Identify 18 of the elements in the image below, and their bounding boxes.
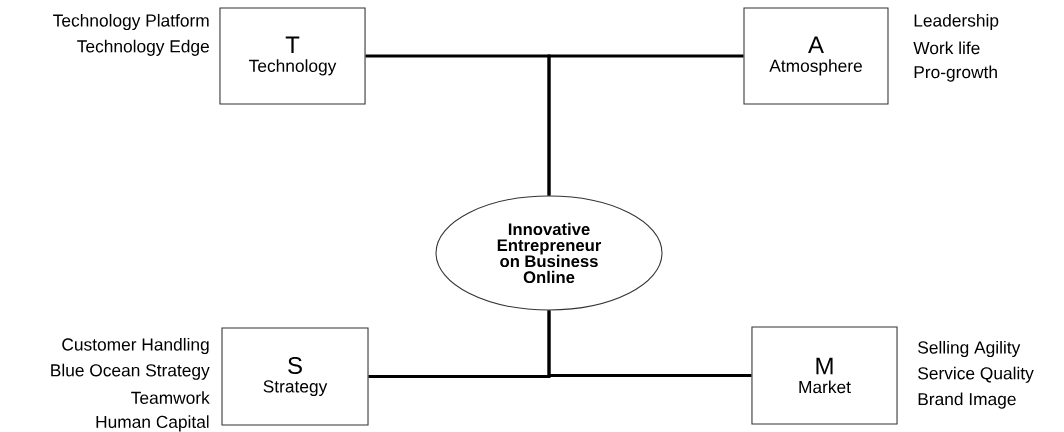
factor-label: Teamwork	[131, 391, 210, 404]
factor-label: Service Quality	[918, 366, 1034, 383]
factor-label: Selling Agility	[918, 340, 1021, 358]
letter-box: A Atmosphere	[743, 7, 889, 105]
factor-label: Human Capital	[96, 415, 209, 432]
factor-label: Pro-growth	[914, 65, 997, 82]
factor-label: Technology Edge	[77, 39, 209, 56]
factor-label: Blue Ocean Strategy	[51, 363, 210, 380]
factor-label: Work life	[913, 41, 980, 55]
factor-label: Customer Handling	[62, 337, 209, 355]
letter-box: T Technology	[219, 7, 366, 105]
factor-label: Leadership	[914, 13, 999, 31]
connector-line	[547, 310, 752, 377]
factor-label: Technology Platform	[53, 13, 209, 31]
factor-label: Brand Image	[918, 392, 1016, 409]
connector-line	[547, 54, 744, 196]
letter-box: S Strategy	[221, 327, 369, 426]
letter-box: M Market	[751, 326, 898, 425]
